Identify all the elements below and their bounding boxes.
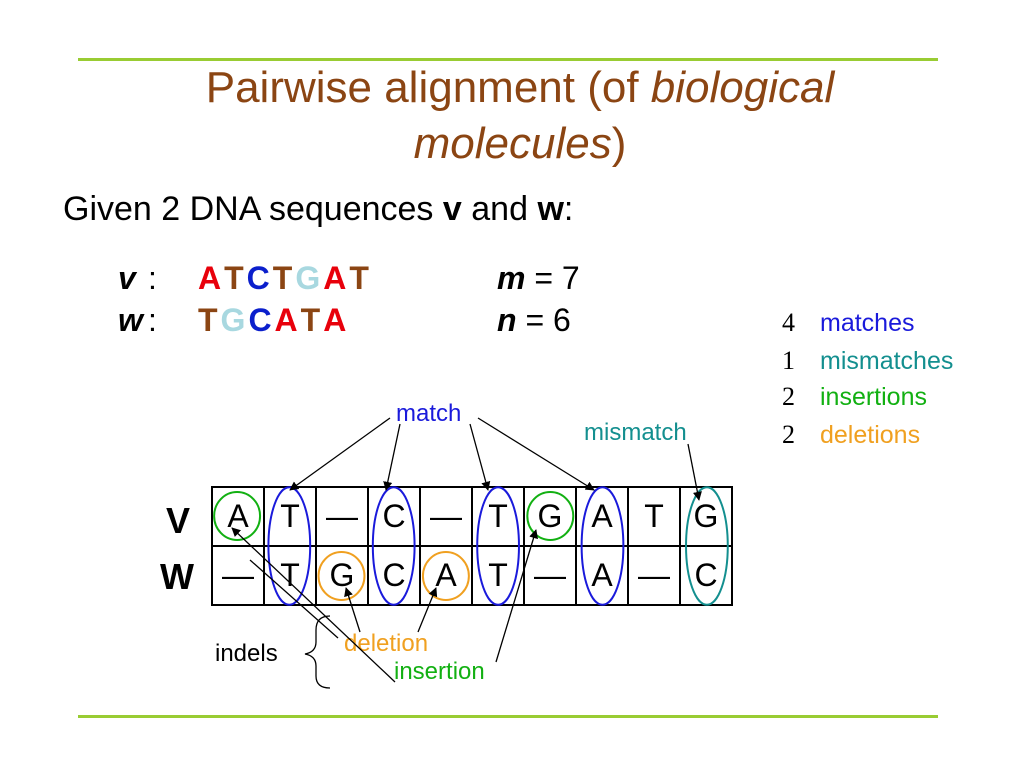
title-italic: biological molecules <box>413 63 835 168</box>
arrow-deletion-2 <box>417 587 438 633</box>
sequence-w-colon: : <box>148 302 157 338</box>
alignment-cell: — <box>315 486 369 547</box>
subtitle-w: w <box>537 190 564 228</box>
summary-insertions: 2 insertions <box>782 382 927 418</box>
alignment-cell: — <box>523 545 577 606</box>
arrow-insertion-2 <box>495 529 538 663</box>
alignment-cell: T <box>627 486 681 547</box>
deletion-marker <box>317 551 366 601</box>
base-G: G <box>220 302 247 338</box>
alignment-cell: — <box>211 545 265 606</box>
alignment-cell: — <box>627 545 681 606</box>
alignment-cell: G <box>315 545 369 606</box>
subtitle-middle: and <box>461 190 538 228</box>
summary-mismatches: 1 mismatches <box>782 346 953 382</box>
annotation-match: match <box>396 400 462 427</box>
base-C: C <box>248 302 273 338</box>
length-m-label: m <box>497 260 526 296</box>
title-suffix: ) <box>611 119 627 168</box>
summary-label: matches <box>820 309 915 337</box>
summary-matches: 4 matches <box>782 308 914 344</box>
annotation-insertion: insertion <box>394 658 485 685</box>
summary-label: mismatches <box>820 347 954 375</box>
alignment-row-label-v: V <box>166 500 191 541</box>
arrow-mismatch <box>687 443 702 501</box>
arrow-insertion-1 <box>231 527 396 683</box>
summary-label: deletions <box>820 421 921 449</box>
sequence-w-row: w:TGCATA <box>118 302 349 339</box>
length-m-value: = 7 <box>534 260 580 296</box>
arrow-deletion-1 <box>344 587 361 633</box>
base-C: C <box>246 260 271 296</box>
pointer-deletion <box>249 559 339 639</box>
base-T: T <box>300 302 322 338</box>
length-n-label: n <box>497 302 517 338</box>
alignment-cell: G <box>523 486 577 547</box>
match-marker <box>580 486 625 606</box>
length-m: m = 7 <box>497 260 580 297</box>
length-n-value: = 6 <box>525 302 571 338</box>
sequence-v-colon: : <box>148 260 157 296</box>
title-prefix: Pairwise alignment (of <box>205 63 651 112</box>
subtitle-v: v <box>442 190 462 228</box>
arrow-match-1 <box>289 417 391 491</box>
base-A: A <box>198 260 223 296</box>
summary-count: 1 <box>782 346 795 375</box>
annotation-deletion: deletion <box>344 630 429 657</box>
subtitle-suffix: : <box>563 190 574 228</box>
arrow-match-4 <box>477 417 595 491</box>
alignment-cell: T <box>471 545 525 606</box>
base-A: A <box>323 260 348 296</box>
summary-count: 4 <box>782 308 795 337</box>
insertion-marker <box>213 491 262 541</box>
summary-label: insertions <box>820 383 927 411</box>
length-n: n = 6 <box>497 302 571 339</box>
top-divider <box>78 58 938 61</box>
match-marker <box>476 486 520 606</box>
match-marker <box>371 486 416 606</box>
bottom-divider <box>78 715 938 718</box>
sequence-v-row: v:ATCTGAT <box>118 260 372 297</box>
base-A: A <box>274 302 299 338</box>
base-T: T <box>272 260 294 296</box>
insertion-marker <box>526 491 575 541</box>
alignment-cell: A <box>575 486 629 547</box>
slide-title: Pairwise alignment (of biological molecu… <box>110 60 930 172</box>
summary-deletions: 2 deletions <box>782 420 920 456</box>
subtitle: Given 2 DNA sequences v and w: <box>63 190 573 229</box>
mismatch-marker <box>685 486 729 606</box>
indels-brace <box>304 615 331 689</box>
alignment-row-label-w: W <box>160 556 194 597</box>
base-T: T <box>198 302 219 338</box>
subtitle-prefix: Given 2 DNA sequences <box>63 190 443 228</box>
match-marker <box>267 486 312 606</box>
base-T: T <box>349 260 370 296</box>
annotation-mismatch: mismatch <box>584 419 687 446</box>
base-G: G <box>295 260 322 296</box>
sequence-w-bases: TGCATA <box>198 302 349 339</box>
alignment-cell: A <box>211 486 265 547</box>
sequence-v-bases: ATCTGAT <box>198 260 372 297</box>
base-A: A <box>323 302 348 338</box>
annotation-indels: indels <box>215 640 278 667</box>
alignment-cell: — <box>419 486 473 547</box>
summary-count: 2 <box>782 382 795 411</box>
arrow-match-3 <box>469 423 491 491</box>
arrow-match-2 <box>383 423 401 491</box>
alignment-cell: A <box>419 545 473 606</box>
sequence-w-name: w <box>118 302 143 338</box>
base-T: T <box>224 260 245 296</box>
deletion-marker <box>421 551 470 601</box>
summary-count: 2 <box>782 420 795 449</box>
sequence-v-name: v <box>118 260 136 296</box>
